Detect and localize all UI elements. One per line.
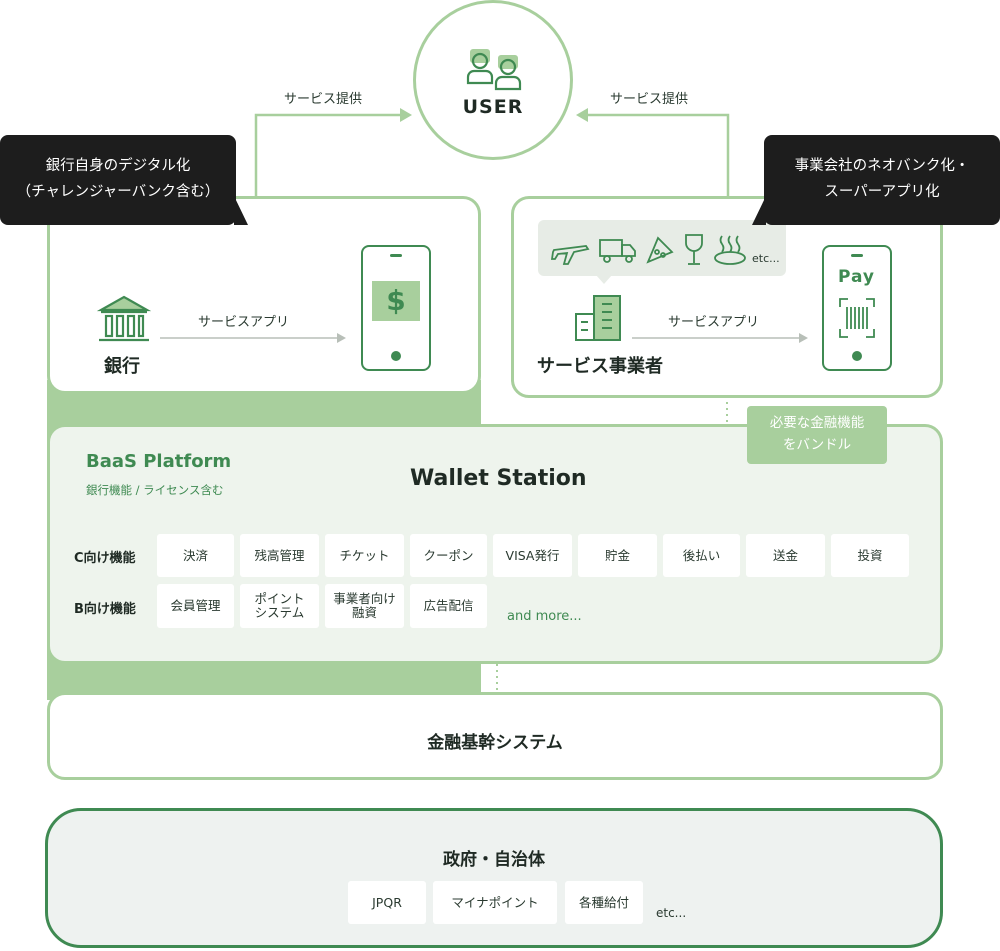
pay-label: Pay: [837, 267, 876, 287]
left-arrow-label: サービス提供: [284, 92, 363, 107]
right-callout-line1: 事業会社のネオバンク化・: [794, 158, 970, 174]
b-feature-button[interactable]: 広告配信: [410, 584, 487, 628]
airplane-icon: [550, 245, 590, 265]
b-feature-line2: システム: [254, 605, 305, 620]
b-row-label: B向け機能: [74, 602, 136, 617]
bank-icon: [97, 295, 151, 342]
business-label: サービス事業者: [537, 356, 663, 377]
c-feature-button[interactable]: クーポン: [410, 534, 487, 577]
right-callout-tail: [752, 196, 766, 225]
c-feature-button[interactable]: 貯金: [578, 534, 657, 577]
b-feature-line2: 融資: [351, 605, 377, 620]
bank-phone: $: [361, 245, 431, 371]
barcode-icon: [839, 298, 875, 338]
business-app-arrow: [632, 333, 808, 343]
hot-spring-icon: [714, 235, 746, 265]
right-callout: 事業会社のネオバンク化・ スーパーアプリ化: [764, 135, 1000, 225]
bundle-line2: をバンドル: [782, 437, 852, 453]
bank-app-arrow: [160, 333, 346, 343]
gov-item-button[interactable]: 各種給付: [565, 881, 643, 924]
platform-title: BaaS Platform: [86, 451, 232, 472]
c-feature-button[interactable]: 投資: [831, 534, 909, 577]
left-callout: 銀行自身のデジタル化 （チャレンジャーバンク含む）: [0, 135, 236, 225]
pizza-icon: [646, 236, 674, 264]
government-panel: [45, 808, 943, 948]
b-feature-line1: 会員管理: [170, 598, 221, 613]
business-phone: Pay: [822, 245, 892, 371]
bundle-bubble: 必要な金融機能 をバンドル: [747, 406, 887, 464]
gov-etc: etc...: [656, 906, 687, 920]
building-icon: [575, 295, 621, 341]
more-label: and more...: [507, 609, 582, 624]
left-callout-line1: 銀行自身のデジタル化: [45, 158, 191, 174]
b-feature-line1: 広告配信: [423, 598, 474, 613]
gov-item-button[interactable]: マイナポイント: [433, 881, 557, 924]
bubble-tail: [596, 275, 612, 284]
c-feature-button[interactable]: 送金: [746, 534, 825, 577]
industry-icons-bubble: [538, 220, 786, 276]
user-label: USER: [462, 96, 524, 118]
user-circle: [413, 0, 573, 160]
b-feature-line1: ポイント: [254, 591, 305, 606]
right-arrow-label: サービス提供: [610, 92, 689, 107]
bank-app-label: サービスアプリ: [198, 315, 290, 330]
c-feature-button[interactable]: 残高管理: [240, 534, 319, 577]
c-feature-button[interactable]: 決済: [157, 534, 234, 577]
left-callout-tail: [234, 196, 248, 225]
core-system-label: 金融基幹システム: [427, 733, 563, 753]
c-feature-button[interactable]: VISA発行: [493, 534, 572, 577]
platform-subtitle: 銀行機能 / ライセンス含む: [86, 483, 224, 497]
c-feature-button[interactable]: チケット: [325, 534, 404, 577]
b-feature-button[interactable]: 会員管理: [157, 584, 234, 628]
c-row-label: C向け機能: [74, 551, 136, 566]
b-feature-button[interactable]: ポイント システム: [240, 584, 319, 628]
gov-item-button[interactable]: JPQR: [348, 881, 426, 924]
b-feature-line1: 事業者向け: [333, 591, 396, 606]
government-title: 政府・自治体: [443, 850, 545, 870]
bundle-line1: 必要な金融機能: [769, 415, 865, 431]
business-app-label: サービスアプリ: [668, 315, 760, 330]
bank-label: 銀行: [104, 356, 140, 377]
core-system-panel: [47, 692, 943, 780]
truck-icon: [599, 239, 636, 263]
c-feature-button[interactable]: 後払い: [663, 534, 740, 577]
users-icon: [466, 49, 522, 91]
b-feature-button[interactable]: 事業者向け 融資: [325, 584, 404, 628]
icons-etc: etc...: [752, 252, 780, 265]
left-callout-line2: （チャレンジャーバンク含む）: [16, 184, 220, 200]
wine-glass-icon: [685, 234, 703, 265]
dollar-icon: $: [386, 284, 406, 317]
platform-name: Wallet Station: [410, 466, 587, 491]
right-callout-line2: スーパーアプリ化: [824, 184, 940, 200]
